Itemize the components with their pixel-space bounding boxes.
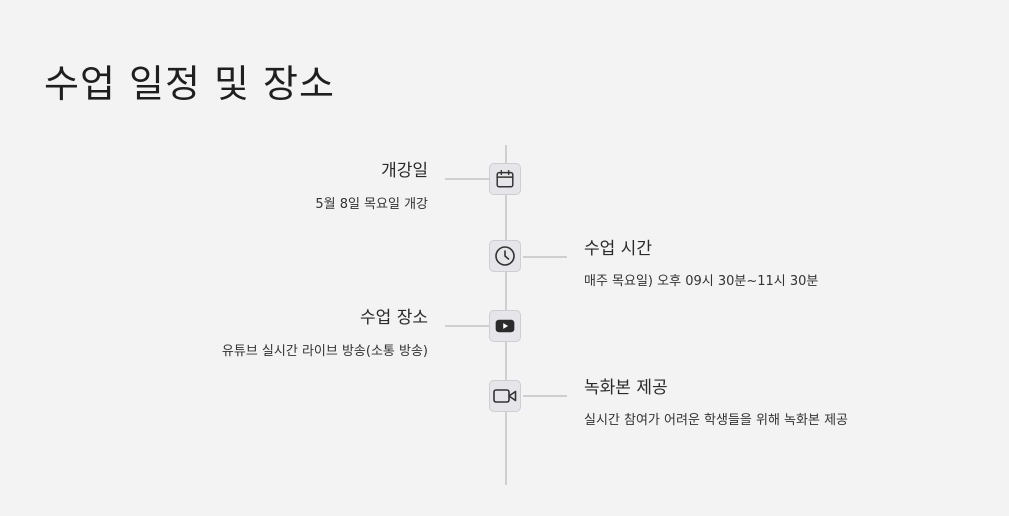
timeline-connector — [523, 256, 567, 258]
timeline-item-description: 실시간 참여가 어려운 학생들을 위해 녹화본 제공 — [584, 413, 848, 428]
video-camera-icon — [489, 380, 521, 412]
calendar-icon — [489, 163, 521, 195]
timeline-item-description: 5월 8일 목요일 개강 — [315, 197, 428, 212]
page-title: 수업 일정 및 장소 — [44, 62, 335, 106]
clock-icon — [489, 240, 521, 272]
timeline-item-description: 유튜브 실시간 라이브 방송(소통 방송) — [221, 344, 428, 359]
timeline-connector — [445, 325, 489, 327]
timeline-item-title: 수업 시간 — [584, 239, 652, 259]
timeline-connector — [523, 395, 567, 397]
timeline-connector — [445, 178, 489, 180]
timeline-item-description: 매주 목요일) 오후 09시 30분~11시 30분 — [584, 274, 819, 289]
timeline-item-title: 녹화본 제공 — [584, 378, 668, 398]
timeline-item-title: 수업 장소 — [360, 308, 428, 328]
youtube-icon — [489, 310, 521, 342]
timeline-item-title: 개강일 — [381, 161, 428, 181]
